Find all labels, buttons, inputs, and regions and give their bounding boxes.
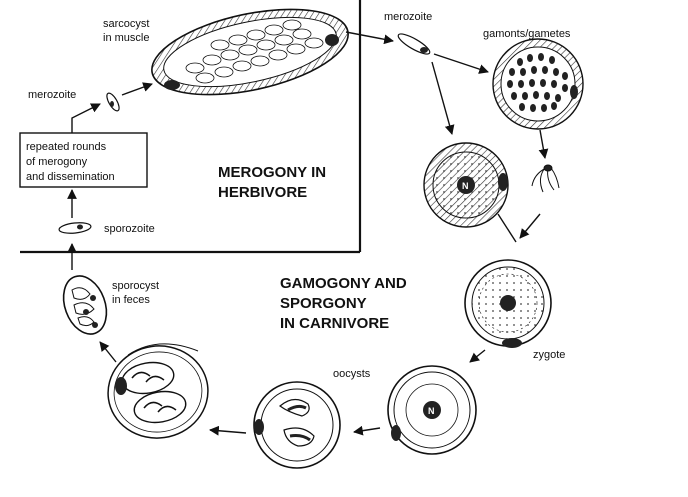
box-line2: of merogony [26, 156, 88, 168]
zygote-drawing [464, 259, 552, 348]
sarcocyst-label-line2: in muscle [103, 32, 149, 44]
fertilization-line-macro [497, 213, 517, 243]
macrogamete-drawing [423, 142, 509, 228]
merozoite-right-drawing [397, 33, 431, 55]
arrow-oocyst-to-sporulating [353, 425, 381, 436]
sporocyst-label-line2: in feces [112, 294, 150, 306]
arrow-gamonts-to-microgamete [538, 129, 549, 159]
box-line3: and dissemination [26, 171, 115, 183]
sporozoite-drawing [58, 222, 92, 234]
arrow-merozoite-to-gamonts [433, 53, 489, 74]
oocysts-label: oocysts [333, 368, 371, 380]
arrow-sporulating-to-sporocysts [209, 425, 247, 436]
arrow-oocyst-to-sporocyst [99, 341, 117, 363]
arrow-box-to-merozoite [71, 103, 101, 133]
sarcocyst-label-line1: sarcocyst [103, 18, 149, 30]
box-line1: repeated rounds [26, 141, 107, 153]
fertilization-line-micro [519, 213, 541, 239]
merogony-box [19, 132, 148, 188]
sporozoite-label: sporozoite [104, 223, 155, 235]
gamonts-label: gamonts/gametes [483, 28, 571, 40]
oocyst-unsporulated-drawing [387, 365, 477, 455]
oocyst-sporulating-drawing [253, 381, 341, 469]
merogony-title-line1: MEROGONY IN [218, 164, 326, 181]
arrow-sarcocyst-to-merozoite [345, 31, 394, 45]
arrow-merozoite-to-macrogamete [431, 61, 455, 135]
gamogony-title-line1: GAMOGONY AND [280, 275, 407, 292]
sporocyst-label-line1: sporocyst [112, 280, 159, 292]
microgamete-drawing [531, 164, 560, 193]
nucleus-label-macrogamete: N [462, 181, 469, 191]
arrow-zygote-to-oocyst [469, 349, 486, 363]
arrow-merozoite-to-sarcocyst [121, 82, 153, 96]
sarcocyst-drawing [151, 8, 349, 96]
gamogony-title-line2: SPORGONY [280, 295, 367, 312]
nucleus-label-oocyst: N [428, 406, 435, 416]
merozoite-left-drawing [106, 92, 120, 112]
gamonts-drawing [492, 38, 584, 130]
zygote-label: zygote [533, 349, 565, 361]
sporocyst-drawing [62, 275, 108, 335]
merogony-title-line2: HERBIVORE [218, 184, 307, 201]
merozoite-left-label: merozoite [28, 89, 76, 101]
merozoite-right-label: merozoite [384, 11, 432, 23]
oocyst-sporulated-drawing [107, 343, 209, 439]
gamogony-title-line3: IN CARNIVORE [280, 315, 389, 332]
